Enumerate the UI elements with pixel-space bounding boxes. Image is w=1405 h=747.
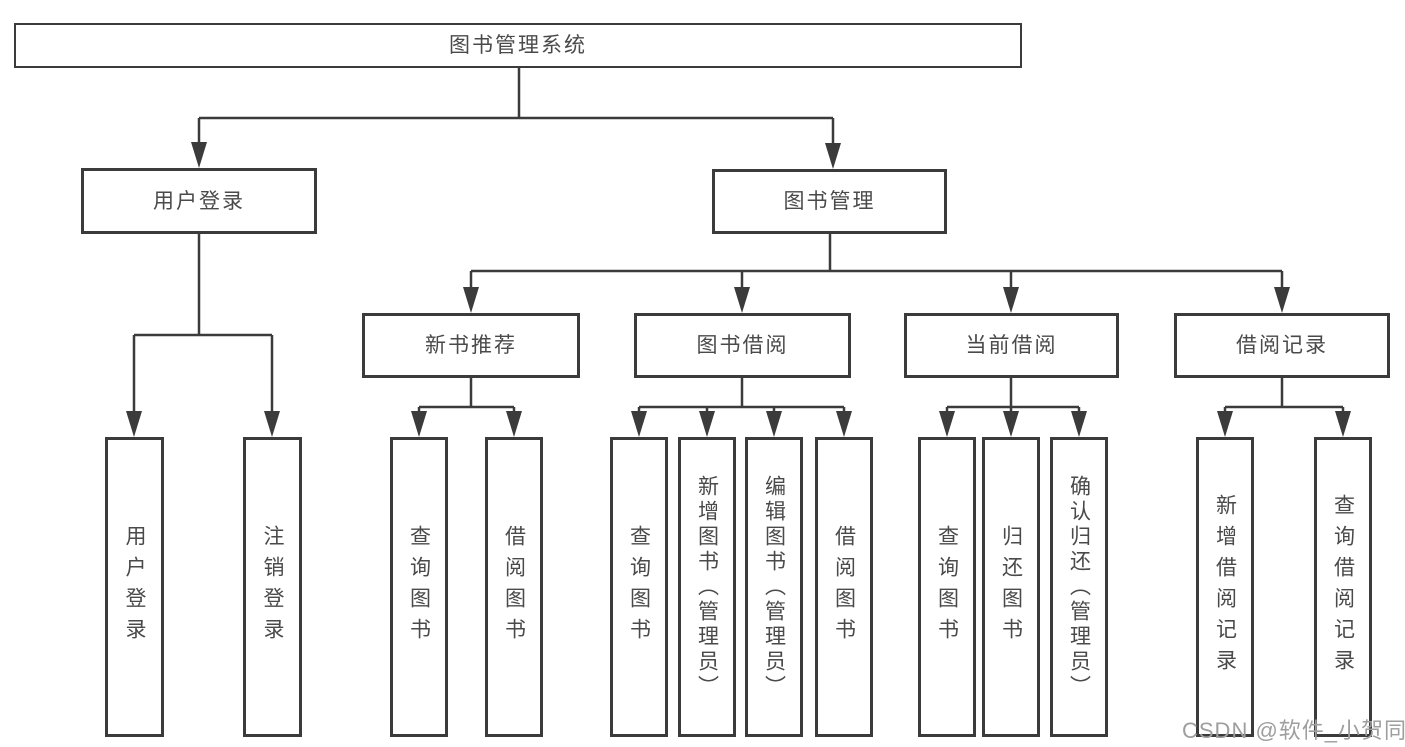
- node-new-book-recommend: 新书推荐: [362, 313, 580, 378]
- leaf-confirm-return-admin: 确认归还（管理员）: [1050, 437, 1108, 737]
- leaf-edit-books-admin: 编辑图书（管理员）: [745, 437, 803, 737]
- node-label: 查询图书: [627, 525, 651, 649]
- arrowheads: [126, 142, 1351, 437]
- node-book-management: 图书管理: [712, 169, 947, 234]
- leaf-add-borrow-record: 新增借阅记录: [1196, 437, 1254, 737]
- node-label: 确认归还（管理员）: [1067, 474, 1091, 700]
- node-label: 用户登录: [153, 189, 245, 213]
- node-user-login: 用户登录: [81, 168, 317, 234]
- node-label: 图书管理系统: [449, 34, 587, 57]
- node-library-management-system: 图书管理系统: [14, 23, 1022, 68]
- node-label: 借阅图书: [502, 525, 526, 649]
- leaf-borrow-books-recommend: 借阅图书: [485, 437, 543, 737]
- node-label: 新增借阅记录: [1213, 494, 1237, 680]
- leaf-user-login: 用户登录: [105, 437, 164, 737]
- leaf-add-books-admin: 新增图书（管理员）: [678, 437, 736, 737]
- node-label: 查询借阅记录: [1331, 494, 1355, 680]
- leaf-query-books-current: 查询图书: [918, 437, 976, 737]
- node-label: 查询图书: [407, 525, 431, 649]
- node-label: 借阅图书: [832, 525, 856, 649]
- node-book-borrow: 图书借阅: [634, 313, 851, 378]
- node-label: 图书借阅: [696, 334, 789, 357]
- leaf-query-books-recommend: 查询图书: [390, 437, 448, 737]
- node-label: 编辑图书（管理员）: [762, 474, 786, 700]
- node-label: 用户登录: [123, 525, 146, 649]
- node-label: 图书管理: [783, 190, 876, 213]
- node-label: 借阅记录: [1236, 334, 1328, 357]
- node-label: 注销登录: [261, 525, 284, 649]
- watermark: CSDN @软件_小贺同学: [1182, 718, 1405, 743]
- node-current-borrow: 当前借阅: [904, 313, 1119, 378]
- leaf-borrow-books: 借阅图书: [815, 437, 873, 737]
- node-borrow-records: 借阅记录: [1174, 313, 1390, 378]
- node-label: 查询图书: [935, 525, 959, 649]
- leaf-return-books: 归还图书: [982, 437, 1040, 737]
- node-label: 新增图书（管理员）: [695, 474, 719, 700]
- leaf-query-books-borrow: 查询图书: [610, 437, 668, 737]
- node-label: 当前借阅: [965, 334, 1058, 357]
- leaf-query-borrow-record: 查询借阅记录: [1314, 437, 1372, 737]
- node-label: 新书推荐: [425, 334, 517, 357]
- node-label: 归还图书: [999, 525, 1023, 649]
- leaf-logout: 注销登录: [243, 437, 302, 737]
